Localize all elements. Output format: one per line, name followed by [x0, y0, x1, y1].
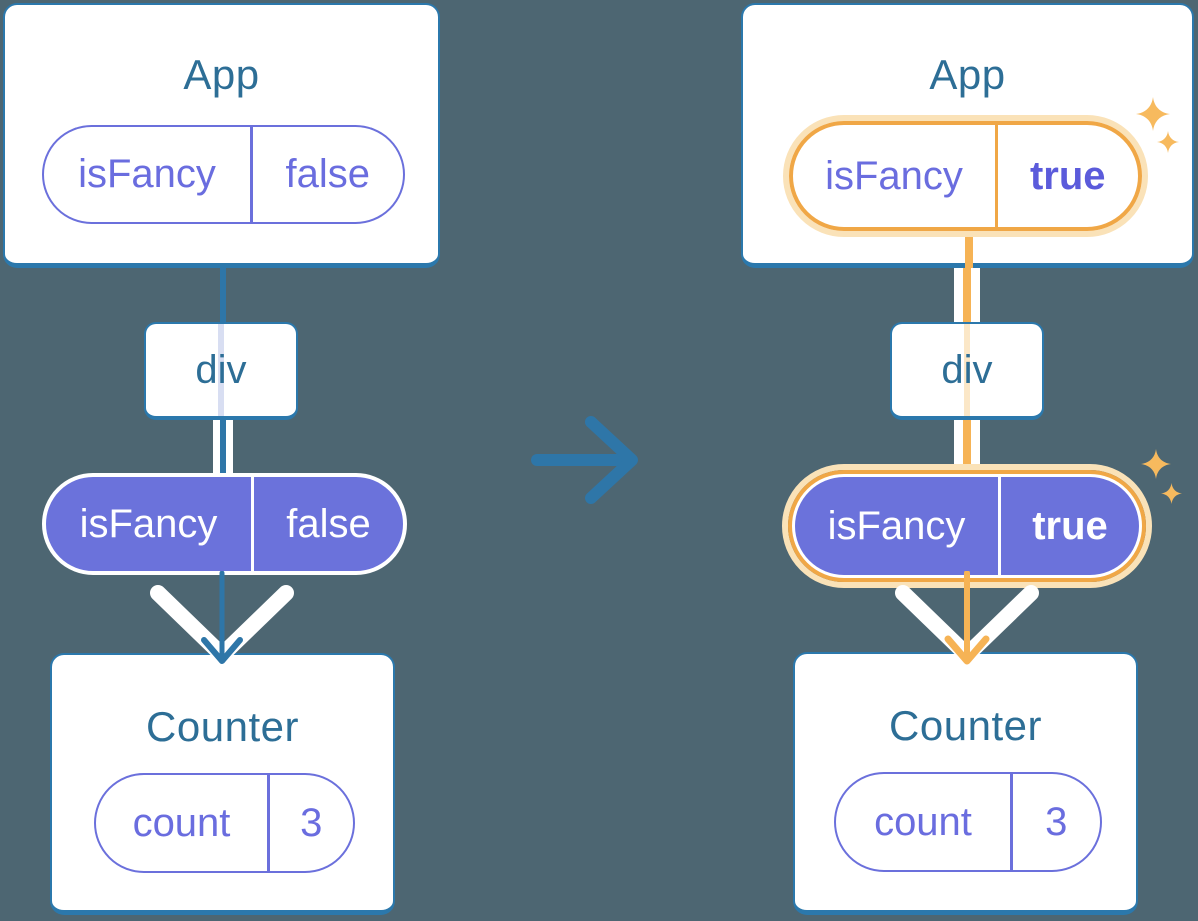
div-node-right: div [890, 322, 1044, 420]
prop-flow-line-right [971, 265, 980, 325]
component-title: App [183, 51, 260, 98]
node-label: div [195, 347, 247, 392]
state-pill-app-right-highlighted: isFancy true [783, 115, 1148, 237]
pill-value: true [1032, 503, 1108, 548]
counter-card-right: Counter count 3 [793, 652, 1138, 915]
div-node-left: div [144, 322, 298, 420]
state-pill-counter-right: count 3 [834, 772, 1102, 872]
component-title: Counter [146, 703, 299, 750]
pill-key: isFancy [78, 152, 216, 196]
pill-value: false [286, 501, 371, 546]
prop-flow-line-left [226, 416, 233, 478]
sparkle-icon [1141, 449, 1171, 479]
tree-edge-app-div-left [220, 265, 226, 325]
tree-edge-div-pill-left [220, 416, 226, 478]
pill-value: 3 [300, 800, 323, 845]
pill-key: count [874, 799, 972, 844]
down-arrow-icon [150, 571, 294, 664]
sparkle-icon [1157, 131, 1179, 153]
app-card-left: App isFancy false [3, 3, 440, 268]
component-title: Counter [889, 702, 1042, 749]
app-card-right: App isFancy true [741, 3, 1194, 268]
pill-key: isFancy [827, 503, 966, 548]
pill-divider [995, 125, 998, 227]
prop-flow-line-left [213, 416, 220, 478]
updated-prop-line-right [963, 265, 971, 325]
pill-divider [251, 477, 254, 571]
pill-key: count [132, 800, 231, 845]
sparkle-icon [1161, 483, 1182, 504]
prop-pill-left: isFancy false [42, 473, 407, 575]
pill-key: isFancy [825, 153, 963, 198]
pill-value: false [285, 152, 371, 196]
node-label: div [941, 347, 993, 392]
prop-flow-line-right [971, 416, 980, 478]
prop-flow-line-right [954, 416, 963, 478]
pill-divider [998, 477, 1001, 575]
sparkle-icon [1136, 97, 1170, 131]
state-pill-counter-left: count 3 [94, 773, 355, 873]
pill-divider [267, 775, 270, 871]
pill-key: isFancy [79, 501, 218, 546]
prop-pass-through-stripe [964, 324, 970, 416]
pill-divider [250, 127, 253, 222]
pill-divider [1010, 774, 1013, 870]
prop-pill-right-highlighted: isFancy true [782, 464, 1152, 588]
prop-pass-through-stripe [218, 324, 224, 416]
prop-flow-line-right [954, 265, 963, 325]
state-pill-app-left: isFancy false [42, 125, 405, 224]
down-arrow-icon [895, 571, 1039, 665]
pill-value: 3 [1045, 799, 1068, 844]
counter-card-left: Counter count 3 [50, 653, 395, 915]
updated-prop-line-right [965, 230, 973, 268]
updated-prop-line-right [963, 416, 971, 478]
component-title: App [929, 51, 1006, 98]
transition-arrow-icon [531, 416, 638, 504]
pill-value: true [1029, 153, 1106, 198]
